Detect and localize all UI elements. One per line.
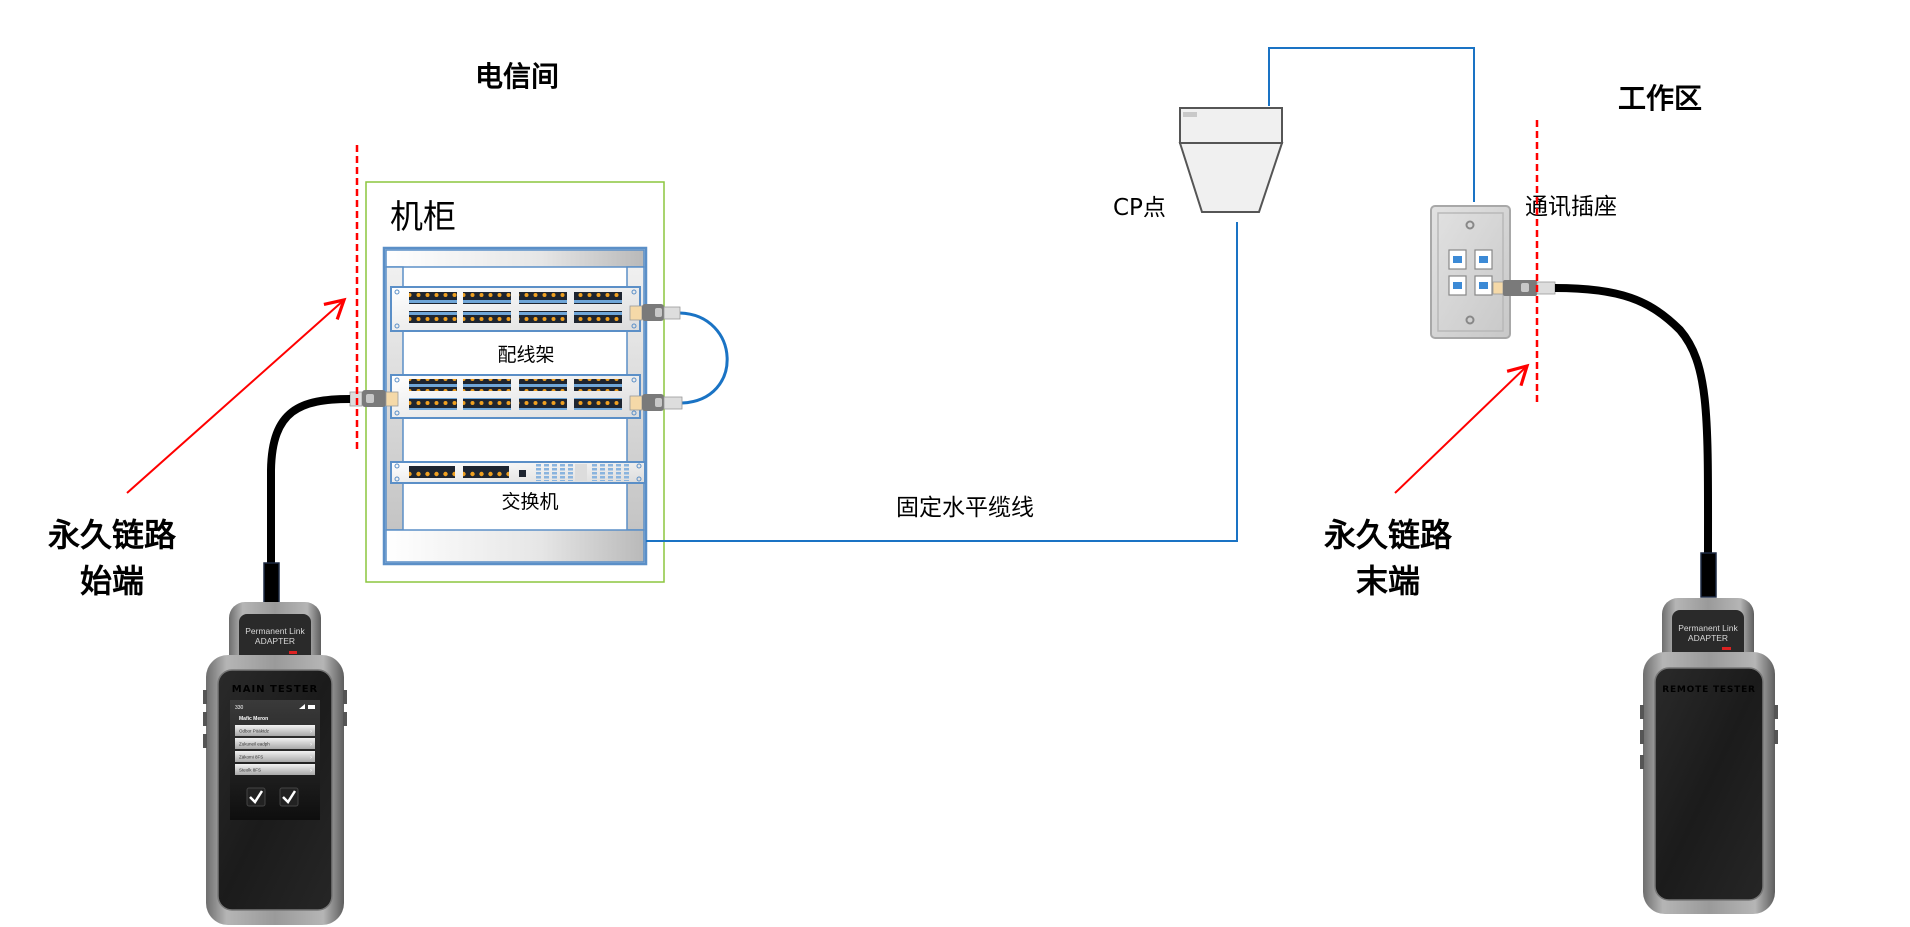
cabinet-label: 机柜 <box>390 197 456 236</box>
screen-menu-item[interactable]: Zäkomi 8FS › <box>235 751 315 762</box>
checkmark-button-right[interactable] <box>279 787 299 807</box>
chevron-right-icon: › <box>310 755 312 761</box>
patch-panel-upper <box>390 286 641 332</box>
cp-point-label: CP点 <box>1113 195 1166 221</box>
switch-label: 交换机 <box>501 491 558 513</box>
main-adapter-line1: Permanent Link <box>245 626 305 636</box>
outlet-jacks <box>1448 249 1493 296</box>
svg-text:Zukuneil eadph: Zukuneil eadph <box>239 742 270 747</box>
main-tester-brand: MAIN TESTER <box>232 684 318 695</box>
svg-text:Steolk 8FS: Steolk 8FS <box>239 768 261 773</box>
annotation-end-line2: 末端 <box>1356 562 1420 600</box>
screen-menu-item[interactable]: Odbor Pöäktdz › <box>235 725 315 736</box>
outlet-label: 通讯插座 <box>1525 194 1617 220</box>
annotation-start-line2: 始端 <box>80 562 144 600</box>
svg-text:Zäkomi 8FS: Zäkomi 8FS <box>239 755 263 760</box>
checkmark-icon <box>249 790 264 804</box>
screen-status-left: 330 <box>235 705 244 711</box>
screen-menu-item[interactable]: Zukuneil eadph › <box>235 738 315 749</box>
chevron-right-icon: › <box>310 729 312 735</box>
remote-adapter-line1: Permanent Link <box>1678 623 1738 633</box>
screen-title: Mafic Meron <box>239 716 268 722</box>
remote-tester-brand: REMOTE TESTER <box>1662 685 1756 695</box>
main-tester-screen: 330 Mafic Meron Odbor Pöäktdz › Zukuneil… <box>230 700 320 820</box>
work-area-cord <box>1492 280 1717 598</box>
chevron-right-icon: › <box>310 742 312 748</box>
wall-outlet <box>1430 205 1511 339</box>
telecom-cord <box>263 390 399 604</box>
cp-point <box>1178 107 1284 213</box>
patch-panel-lower <box>390 374 641 419</box>
network-switch <box>390 461 646 484</box>
horizontal-cable-label: 固定水平缆线 <box>896 495 1034 521</box>
main-tester: Permanent Link ADAPTER MAIN TESTER 330 M… <box>203 602 347 925</box>
screen-menu-item[interactable]: Steolk 8FS › <box>235 764 315 775</box>
annotation-start-line1: 永久链路 <box>48 516 177 554</box>
remote-adapter-line2: ADAPTER <box>1688 633 1728 643</box>
svg-text:Odbor Pöäktdz: Odbor Pöäktdz <box>239 729 270 734</box>
checkmark-icon <box>282 790 297 804</box>
patch-panel-label: 配线架 <box>497 344 554 366</box>
signal-icon <box>299 704 305 709</box>
patch-cord <box>629 304 729 411</box>
remote-tester: Permanent Link ADAPTER REMOTE TESTER <box>1640 598 1778 914</box>
chevron-right-icon: › <box>310 768 312 774</box>
checkmark-button-left[interactable] <box>246 787 266 807</box>
cabinet: 机柜 配线架 <box>365 181 665 583</box>
end-arrow <box>1394 363 1530 494</box>
main-adapter-line2: ADAPTER <box>255 636 295 646</box>
zone-label-telecom-room: 电信间 <box>475 60 559 93</box>
annotation-link-end: 永久链路 末端 <box>1324 516 1453 600</box>
battery-icon <box>308 705 315 709</box>
horizontal-cable <box>646 47 1475 542</box>
annotation-end-line1: 永久链路 <box>1324 516 1453 554</box>
annotation-link-start: 永久链路 始端 <box>48 516 177 600</box>
start-arrow <box>126 297 347 494</box>
zone-label-work-area: 工作区 <box>1618 82 1702 115</box>
